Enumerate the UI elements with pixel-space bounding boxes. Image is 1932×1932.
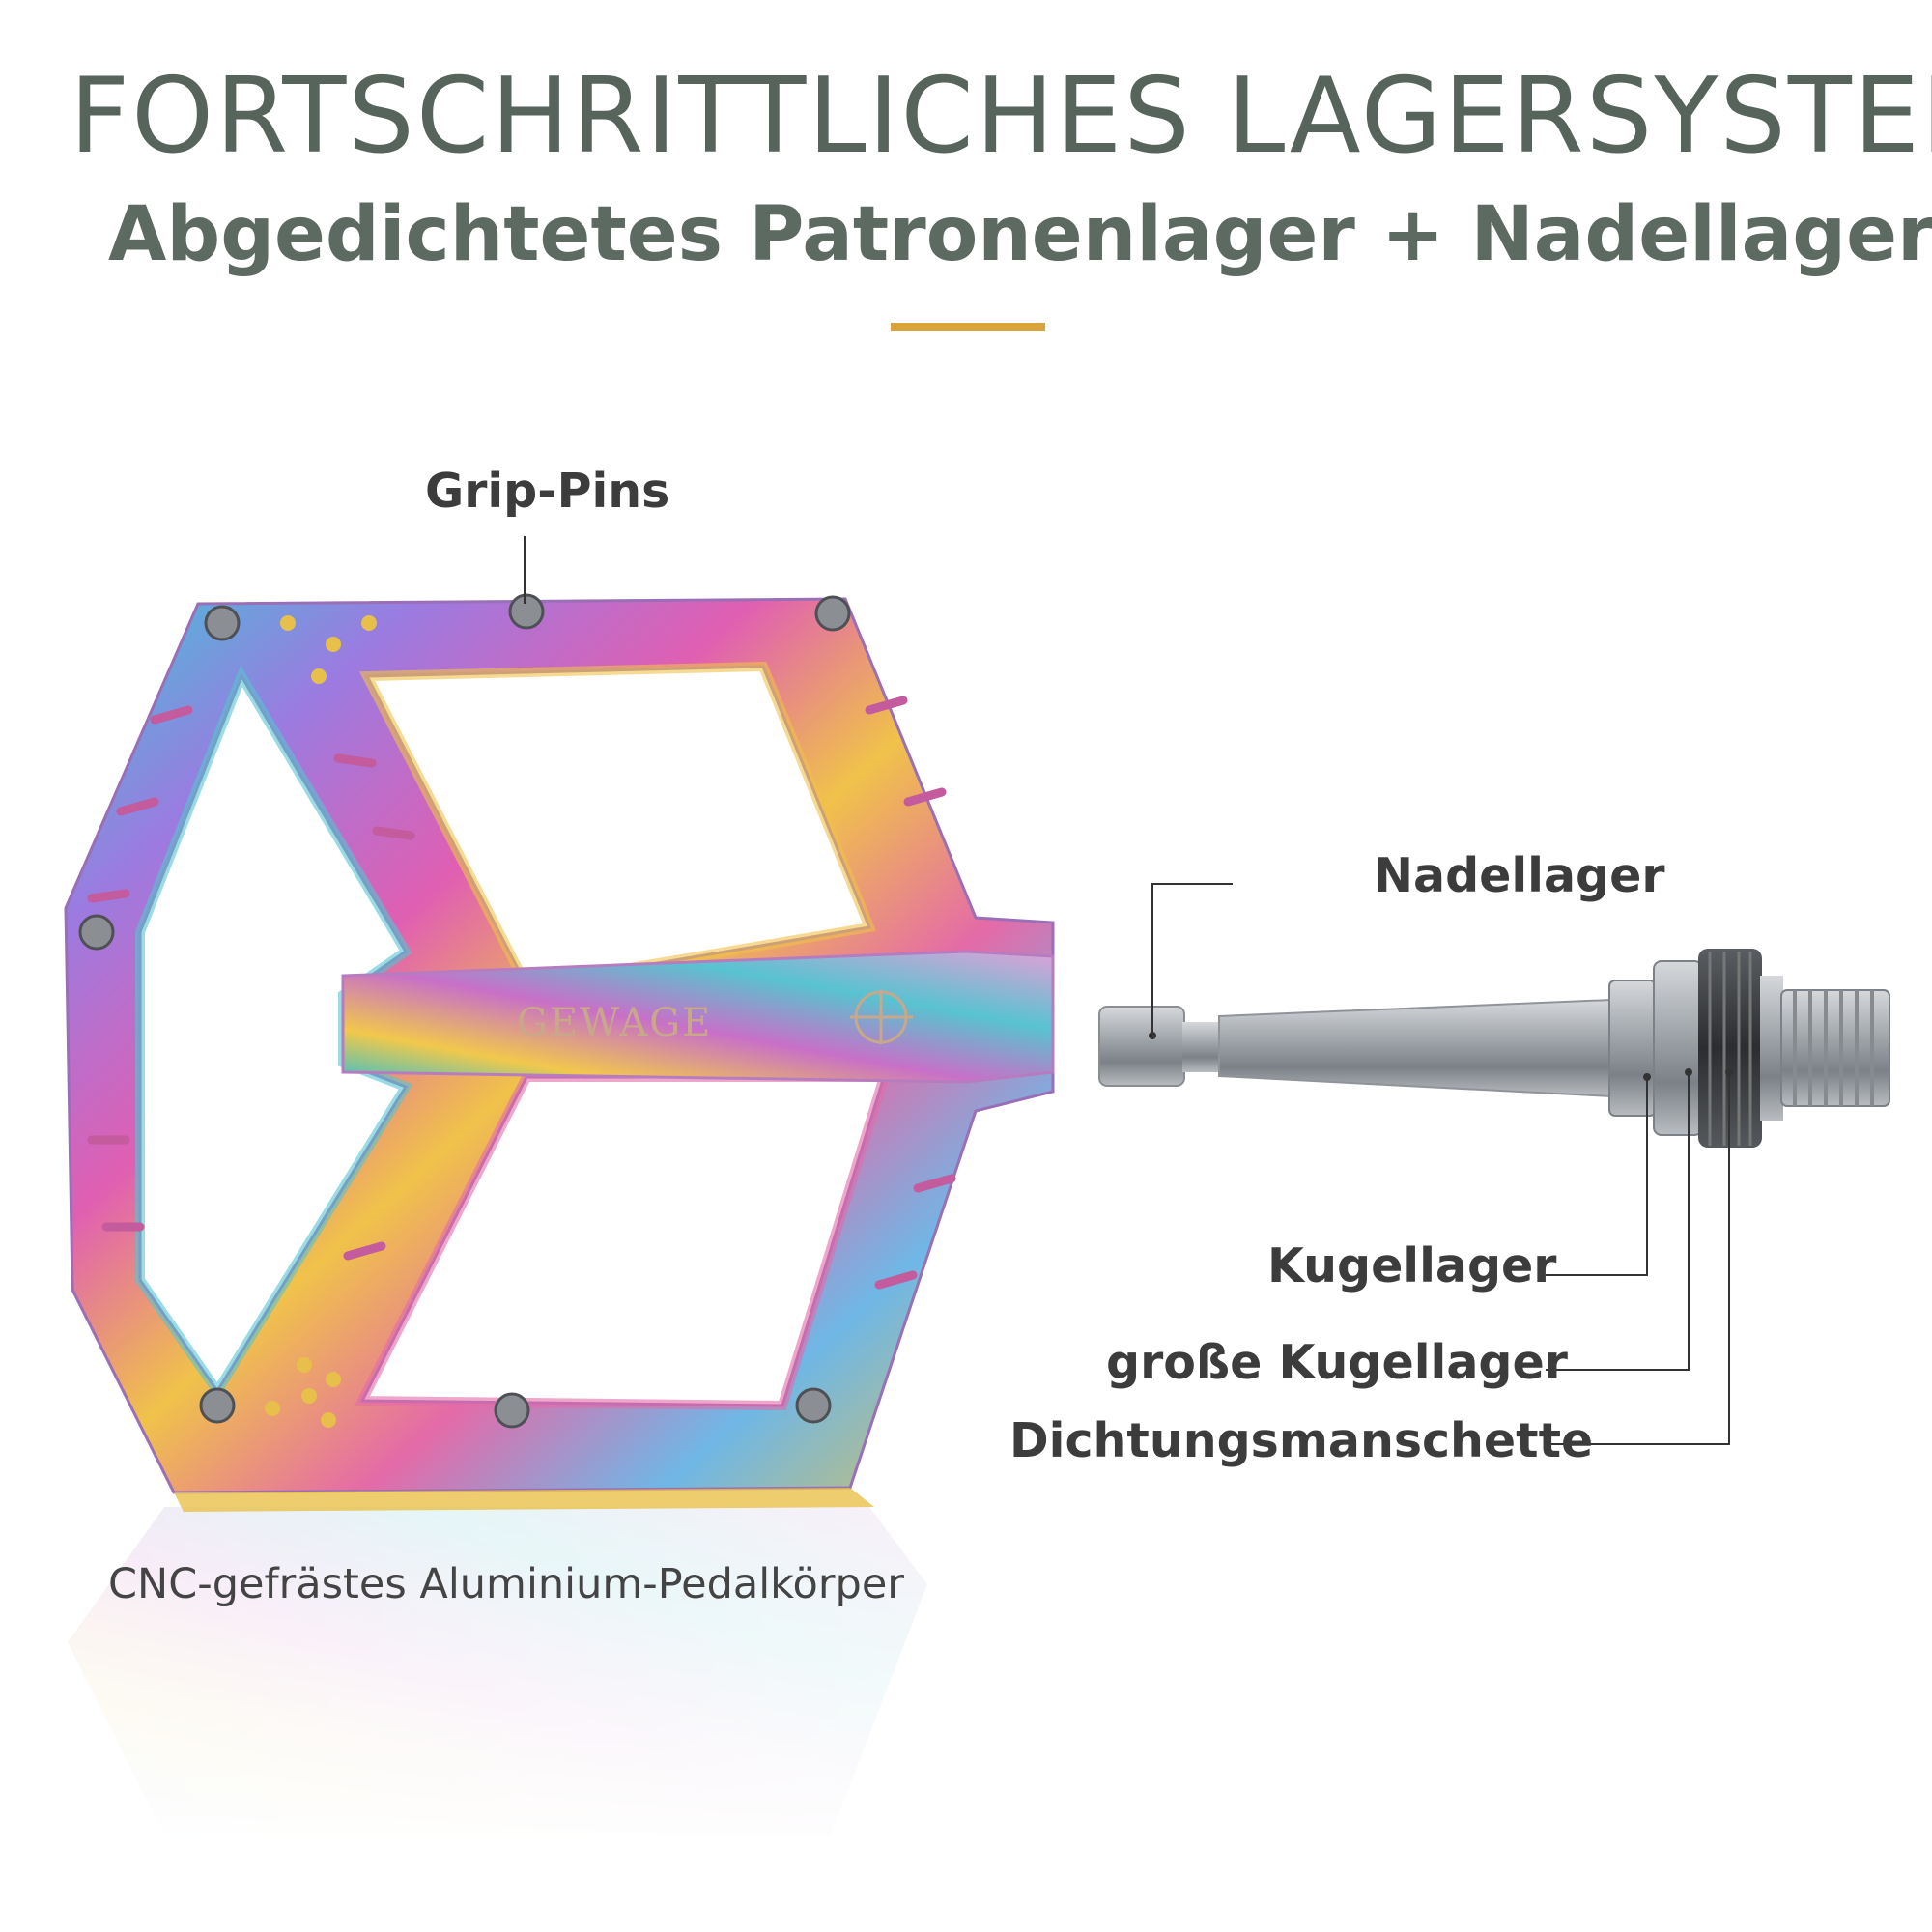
brand-logo-text: GEWAGE [517,1001,712,1045]
gold-dimples [265,615,377,1428]
seal-sleeve [1698,949,1762,1148]
callout-leader-lines [524,536,1733,1445]
grip-pin [494,1392,530,1429]
grip-pin [78,914,115,951]
pedal-body: GEWAGE [64,593,1055,1512]
grip-pins-label: Grip-Pins [425,464,670,519]
needle-bearing-label: Nadellager [1374,848,1665,903]
page-title: FORTSCHRITTLICHES LAGERSYSTEM [70,56,1932,177]
grip-pin [814,595,851,632]
pedal-reflection [58,1502,947,1850]
large-ball-bearing-ring [1653,960,1703,1136]
large-ball-bearing-label: große Kugellager [1106,1335,1568,1390]
pedal-body-caption: CNC-gefrästes Aluminium-Pedalkörper [108,1560,904,1608]
accent-divider [891,323,1045,331]
grip-pin [795,1387,832,1424]
needle-bearing-cylinder [1098,1006,1185,1087]
seal-sleeve-label: Dichtungsmanschette [1009,1413,1594,1468]
grip-pin [508,593,545,630]
edge-slots [87,696,956,1290]
grip-pins [78,593,851,1429]
grip-pin [204,605,241,641]
spindle-housing [341,950,1055,1084]
grip-pin [199,1387,236,1424]
page-subtitle: Abgedichtetes Patronenlager + Nadellager [108,191,1932,278]
ball-bearing-label: Kugellager [1267,1238,1557,1293]
ball-bearing-collar [1608,980,1657,1117]
spindle-axle [1098,949,1890,1148]
thread-end [1780,989,1890,1107]
